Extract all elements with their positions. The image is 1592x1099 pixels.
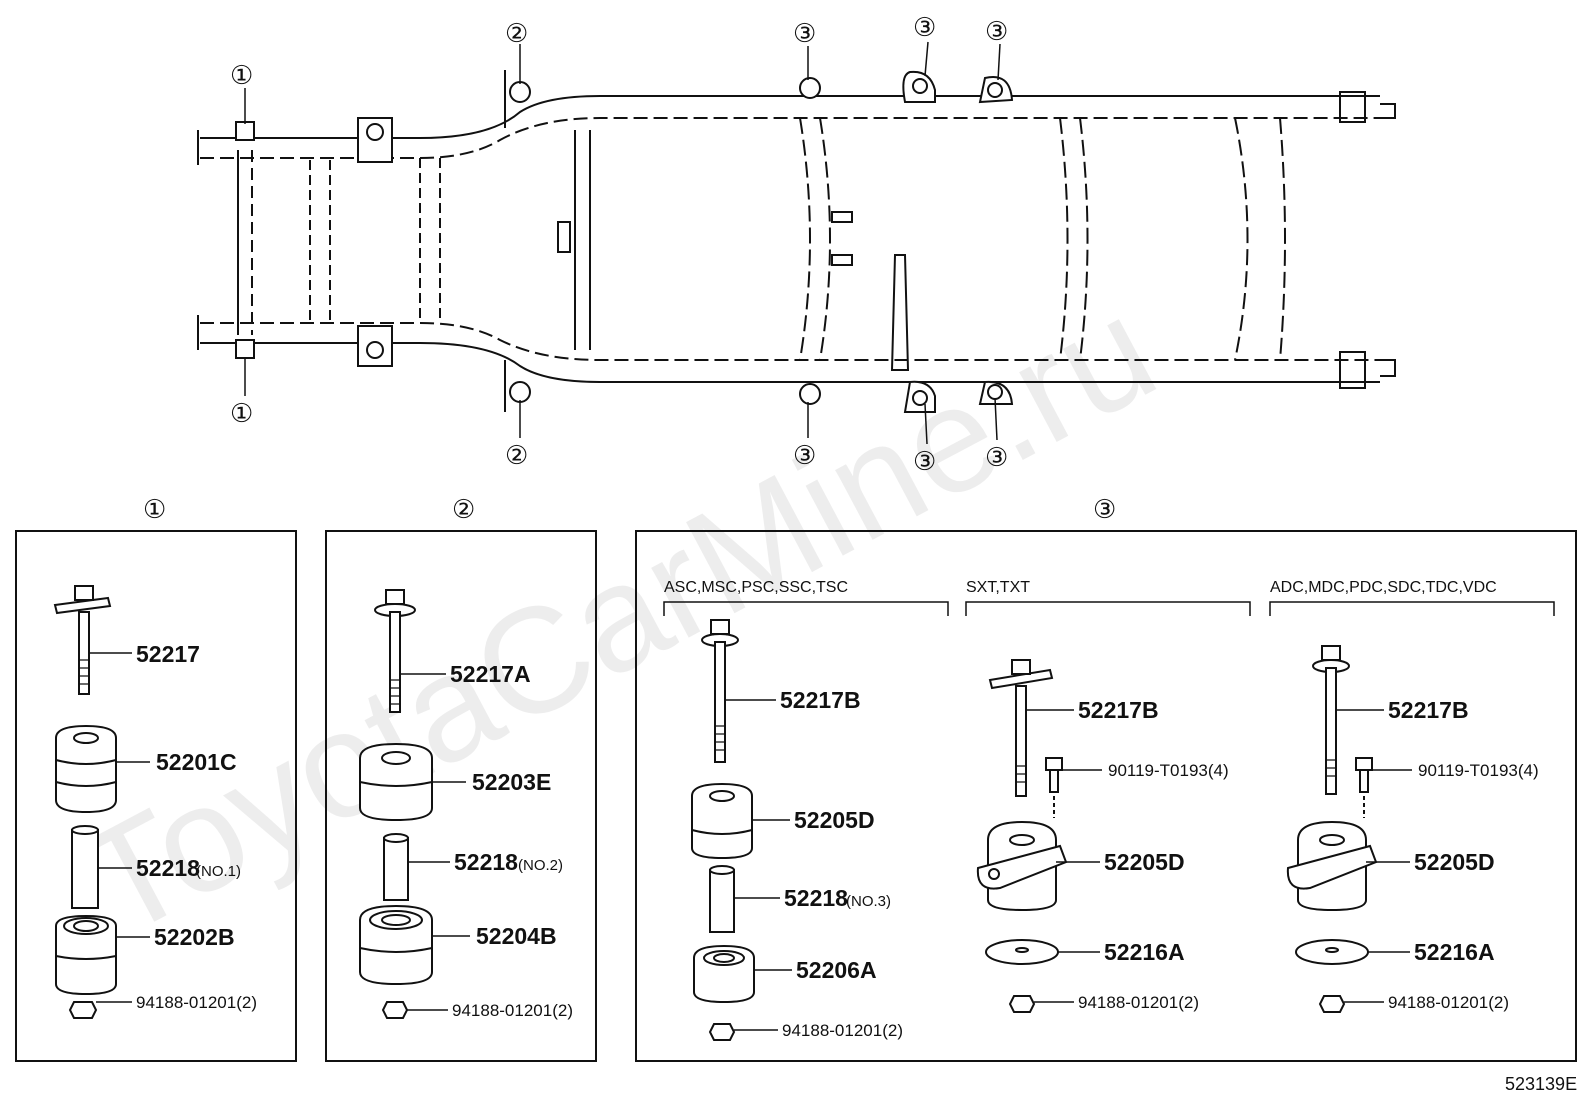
part-label-52203E: 52203E — [472, 769, 551, 795]
part-label-nut-p2: 94188-01201(2) — [452, 1001, 573, 1020]
part-label-nut-a: 94188-01201(2) — [782, 1021, 903, 1040]
panel-1-heading: ① — [143, 495, 166, 525]
part-label-nut-p1: 94188-01201(2) — [136, 993, 257, 1012]
figure-id: 523139E — [1505, 1074, 1577, 1094]
callout-3-d: ③ — [793, 441, 816, 471]
panel-3-group-c-leaders — [1336, 709, 1412, 1003]
part-label-52206A: 52206A — [796, 957, 877, 983]
part-label-52201C: 52201C — [156, 749, 237, 775]
callout-3-c: ③ — [985, 17, 1008, 47]
part-label-52204B: 52204B — [476, 923, 557, 949]
frame-callouts: ① ① ② ② ③ ③ ③ ③ ③ ③ — [230, 13, 1008, 477]
panel-3-box — [635, 530, 1577, 1062]
part-label-90119-c: 90119-T0193(4) — [1418, 761, 1539, 780]
part-label-52217: 52217 — [136, 641, 200, 667]
panel-3-group-a — [691, 619, 755, 1041]
part-label-52218-a: 52218 — [784, 885, 848, 911]
panel-2-heading: ② — [452, 495, 475, 525]
panel-3-group-b-leaders — [1026, 709, 1102, 1003]
callout-1-top: ① — [230, 61, 253, 91]
part-label-52205D-b: 52205D — [1104, 849, 1185, 875]
frame-drawing — [197, 91, 1396, 389]
part-label-52217B-b: 52217B — [1078, 697, 1159, 723]
panel-3-group-b — [976, 659, 1068, 1013]
callout-2-bottom: ② — [505, 441, 528, 471]
callout-3-f: ③ — [985, 443, 1008, 473]
part-label-52217B-a: 52217B — [780, 687, 861, 713]
part-label-52216A-c: 52216A — [1414, 939, 1495, 965]
panel-2-box — [325, 530, 597, 1062]
part-label-52205D-c: 52205D — [1414, 849, 1495, 875]
panel-1 — [53, 585, 117, 1019]
part-note-no3: (NO.3) — [846, 893, 891, 910]
part-note-no1: (NO.1) — [196, 863, 241, 880]
group-c-title: ADC,MDC,PDC,SDC,TDC,VDC — [1270, 579, 1497, 596]
part-label-52205D-a: 52205D — [794, 807, 875, 833]
group-b-title: SXT,TXT — [966, 579, 1030, 596]
part-label-52216A-b: 52216A — [1104, 939, 1185, 965]
panel-1-box — [15, 530, 297, 1062]
callout-3-e: ③ — [913, 447, 936, 477]
part-label-52202B: 52202B — [154, 924, 235, 950]
frame-mount-points — [235, 70, 1014, 413]
part-label-nut-b: 94188-01201(2) — [1078, 993, 1199, 1012]
group-brackets — [663, 601, 1555, 616]
callout-1-bottom: ① — [230, 399, 253, 429]
callout-3-b: ③ — [913, 13, 936, 43]
panel-2 — [359, 589, 433, 1019]
callout-2-top: ② — [505, 19, 528, 49]
part-label-52217B-c: 52217B — [1388, 697, 1469, 723]
panel-3-group-a-leaders — [725, 699, 792, 1031]
part-label-nut-c: 94188-01201(2) — [1388, 993, 1509, 1012]
callout-3-a: ③ — [793, 19, 816, 49]
part-label-52218-p1: 52218 — [136, 855, 200, 881]
part-label-52218-p2: 52218 — [454, 849, 518, 875]
frame-leader-lines — [244, 41, 1001, 445]
panel-1-leaders — [89, 652, 150, 1003]
part-note-no2: (NO.2) — [518, 857, 563, 874]
group-a-title: ASC,MSC,PSC,SSC,TSC — [664, 579, 848, 596]
panel-3-group-c — [1286, 645, 1378, 1013]
part-label-90119-b: 90119-T0193(4) — [1108, 761, 1229, 780]
part-label-52217A: 52217A — [450, 661, 531, 687]
panel-2-leaders — [400, 673, 470, 1011]
panel-3-heading: ③ — [1093, 495, 1116, 525]
